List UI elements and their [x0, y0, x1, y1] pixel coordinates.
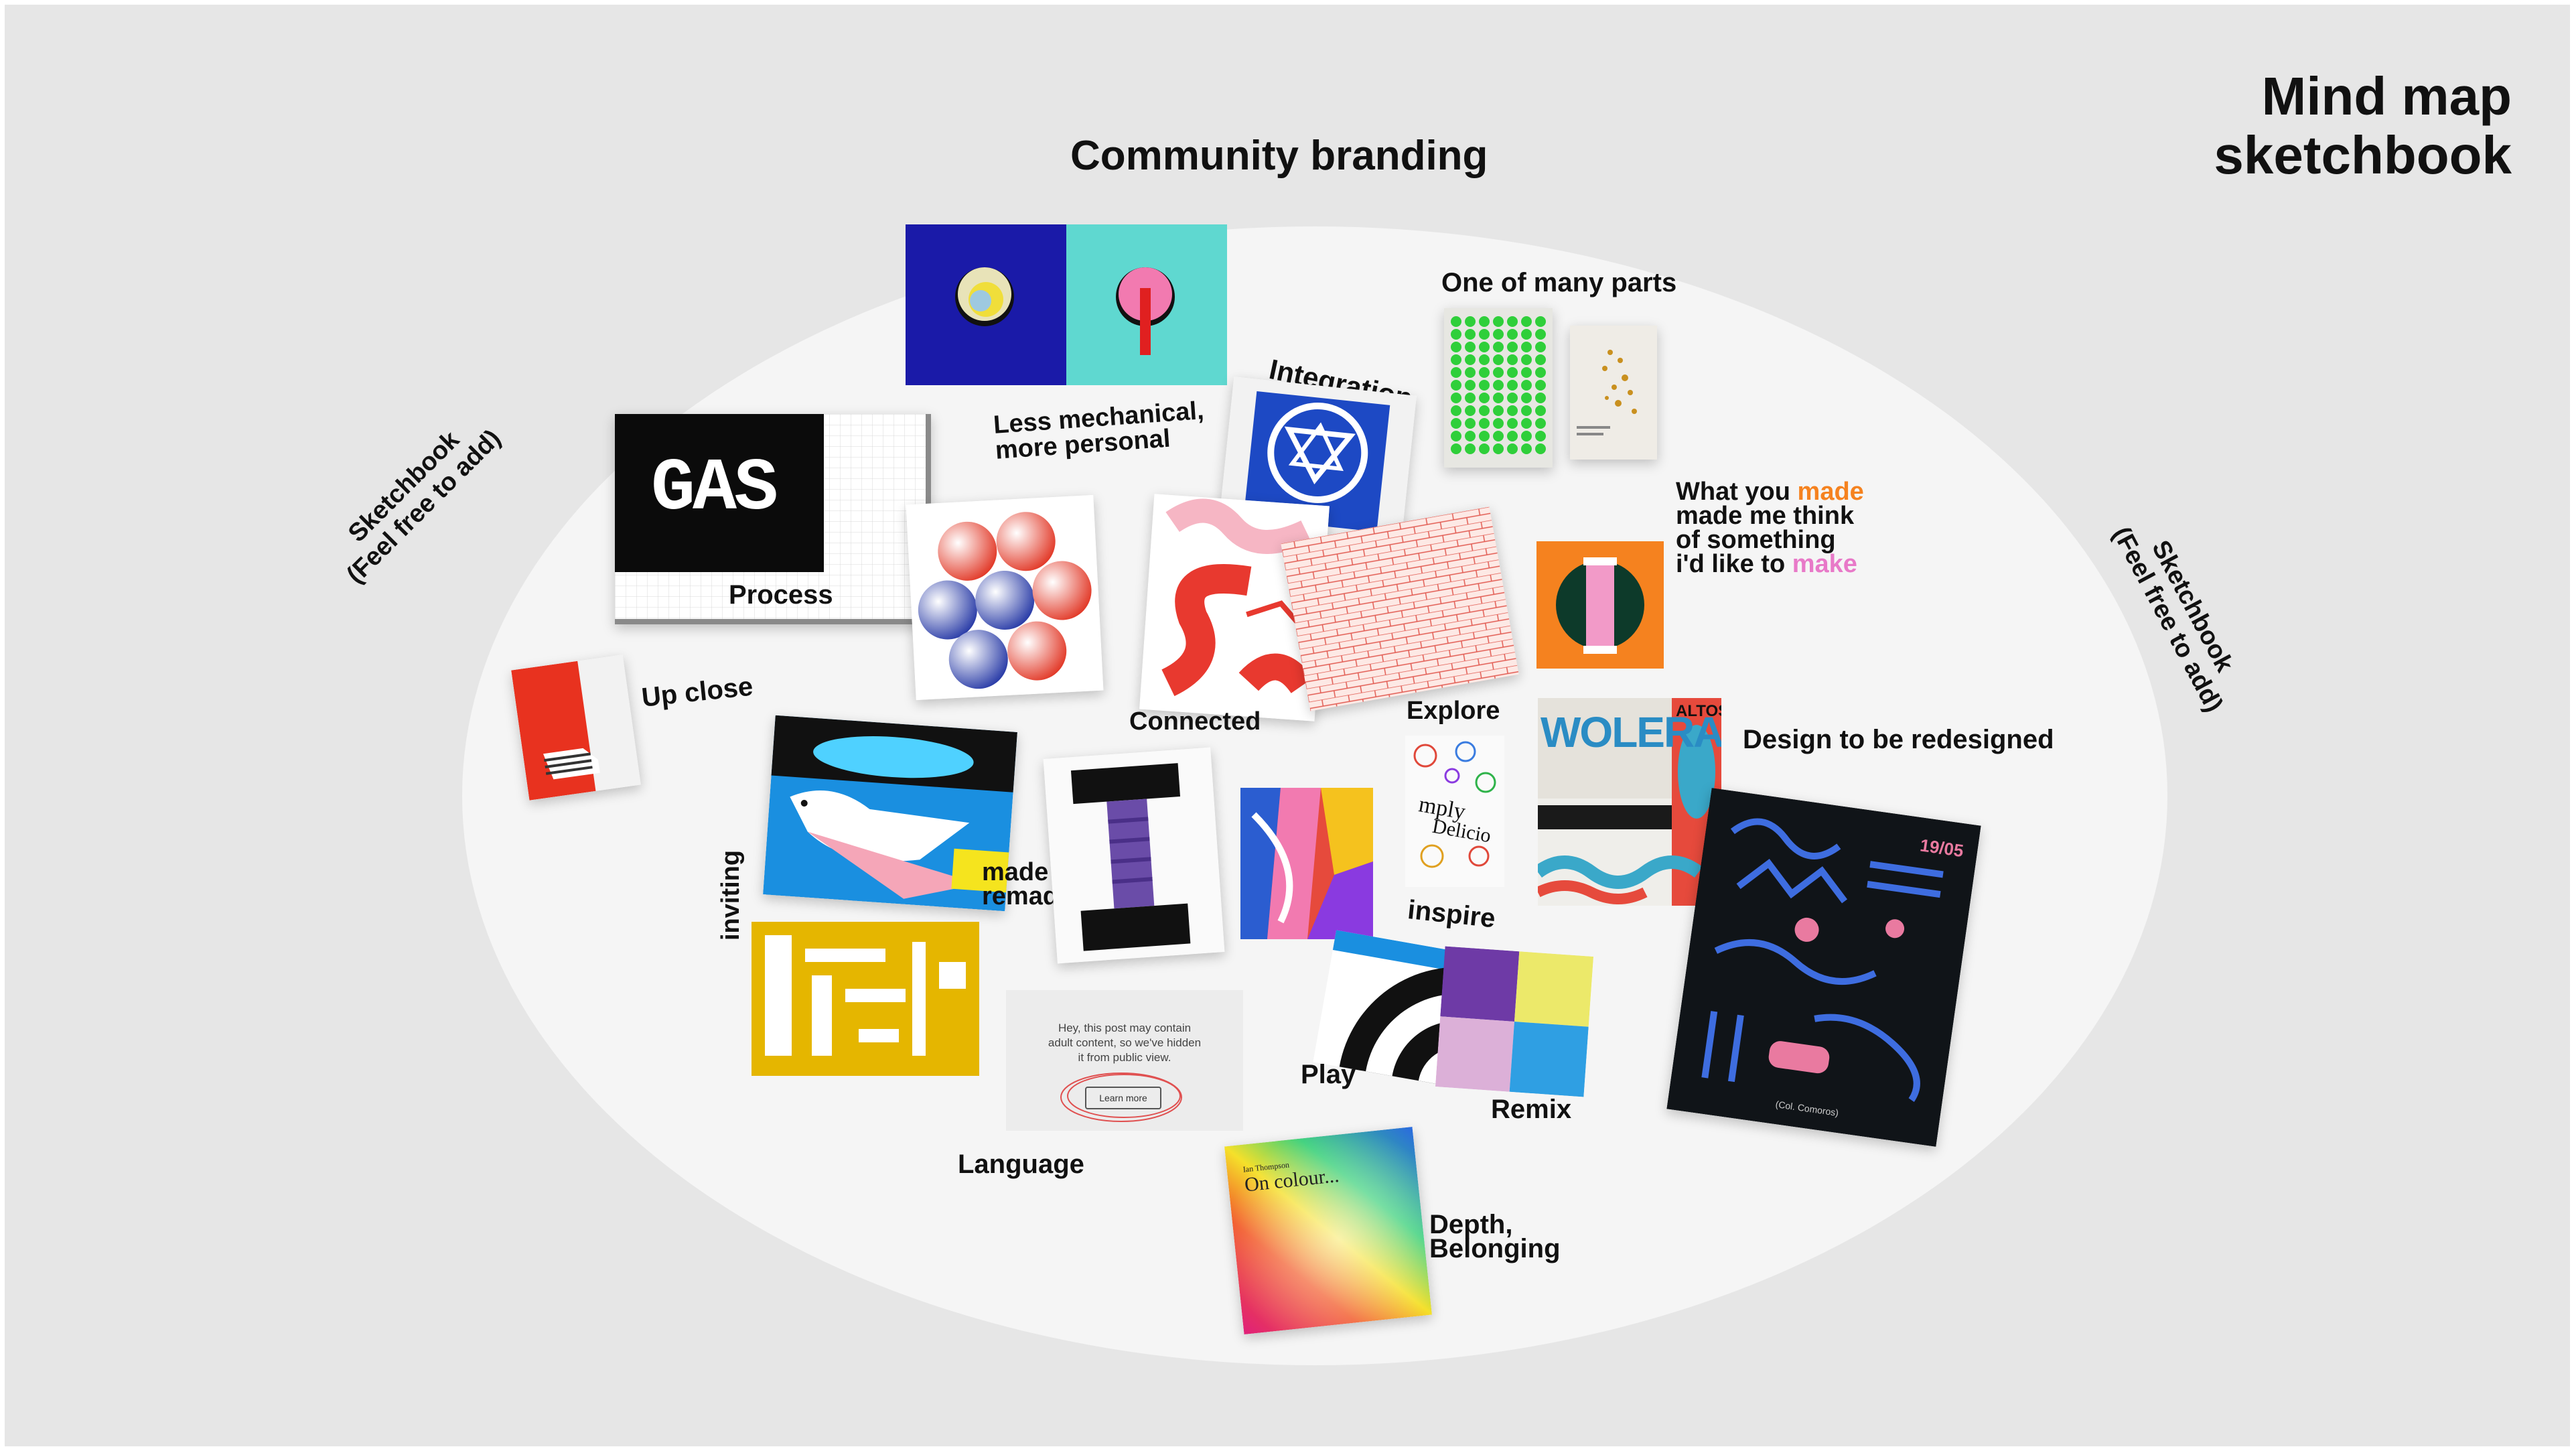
- learn-more-button[interactable]: Learn more: [1085, 1087, 1161, 1109]
- label-depth-line2: Belonging: [1429, 1234, 1561, 1263]
- explore-image[interactable]: mply Delicio: [1405, 736, 1504, 887]
- made-quote-made: made: [1797, 478, 1864, 506]
- language-notice-image[interactable]: Hey, this post may contain adult content…: [1006, 990, 1243, 1131]
- on-colour-book-image[interactable]: Ian Thompson On colour...: [1224, 1127, 1432, 1334]
- made-quote-line1-a: What you: [1676, 478, 1798, 506]
- remix-art: [1435, 946, 1594, 1097]
- page-title: Mind map sketchbook: [2214, 67, 2512, 185]
- gas-logo-text: GAS: [651, 447, 778, 531]
- made-quote-line4: i'd like to make: [1676, 550, 1864, 578]
- altos-text: ALTOS: [1676, 702, 1721, 720]
- remade-art: [1043, 747, 1225, 964]
- yellow-pattern-image[interactable]: [752, 922, 979, 1076]
- green-dot-book-art: [1444, 308, 1553, 468]
- made-quote-line2: made me think: [1676, 502, 1855, 530]
- label-remix: Remix: [1491, 1095, 1572, 1124]
- process-art: [615, 414, 931, 624]
- woleran-poster-art: [1538, 698, 1721, 906]
- label-explore: Explore: [1407, 697, 1500, 725]
- bird-image[interactable]: [763, 715, 1017, 912]
- label-depth-belonging: Depth, Belonging: [1429, 1210, 1561, 1263]
- label-design-redesign: Design to be redesigned: [1743, 725, 2054, 754]
- spheres-art: [906, 494, 1104, 701]
- one-of-many-book-gold[interactable]: [1570, 326, 1657, 460]
- on-colour-art: [1224, 1127, 1432, 1334]
- remix-image[interactable]: [1435, 946, 1594, 1097]
- adult-notice-line3: it from public view.: [1078, 1051, 1171, 1064]
- page-title-line2: sketchbook: [2214, 125, 2512, 185]
- made-quote-make: make: [1792, 550, 1857, 578]
- label-process: Process: [729, 580, 833, 610]
- adult-notice-text: Hey, this post may contain adult content…: [1006, 1021, 1243, 1065]
- painting-art: [1240, 788, 1373, 939]
- brick-pattern-art: [1281, 506, 1519, 711]
- page-title-line1: Mind map: [2261, 66, 2512, 126]
- label-connected: Connected: [1129, 707, 1261, 736]
- redesign-poster-art: [1666, 788, 1981, 1147]
- up-close-book-art: [511, 654, 641, 801]
- gold-dot-book-art: [1570, 326, 1657, 460]
- made-orange-art: [1536, 541, 1664, 669]
- process-image[interactable]: GAS: [615, 414, 931, 624]
- yellow-pattern-art: [752, 922, 979, 1076]
- label-language: Language: [958, 1150, 1084, 1179]
- brick-pattern-image[interactable]: [1281, 506, 1519, 711]
- redesign-poster-image[interactable]: 19/05 (Col. Comoros): [1666, 788, 1981, 1147]
- bird-art: [763, 715, 1017, 912]
- woleran-poster-image[interactable]: WOLERAN ALTOS: [1538, 698, 1721, 906]
- made-quote: What you made made me think of something…: [1676, 478, 1864, 578]
- painting-image[interactable]: [1240, 788, 1373, 939]
- made-quote-line1: What you made: [1676, 478, 1864, 506]
- spheres-image[interactable]: [906, 494, 1104, 701]
- adult-notice-line1: Hey, this post may contain: [1058, 1022, 1192, 1034]
- adult-notice-line2: adult content, so we've hidden: [1048, 1036, 1202, 1049]
- up-close-book-image[interactable]: [511, 654, 641, 801]
- label-depth-line1: Depth,: [1429, 1210, 1513, 1239]
- made-orange-image[interactable]: [1536, 541, 1664, 669]
- one-of-many-book-green[interactable]: [1444, 308, 1553, 468]
- woleran-text: WOLERAN: [1541, 708, 1721, 756]
- made-quote-line3: of something: [1676, 526, 1836, 554]
- community-branding-art: [906, 224, 1227, 385]
- label-play: Play: [1301, 1060, 1356, 1089]
- remade-image[interactable]: [1043, 747, 1225, 964]
- main-heading: Community branding: [1070, 133, 1488, 179]
- made-quote-line4-a: i'd like to: [1676, 550, 1792, 578]
- community-branding-image[interactable]: [906, 224, 1227, 385]
- explore-art: [1405, 736, 1504, 887]
- label-inviting: inviting: [717, 849, 745, 941]
- label-one-of-many: One of many parts: [1441, 268, 1677, 297]
